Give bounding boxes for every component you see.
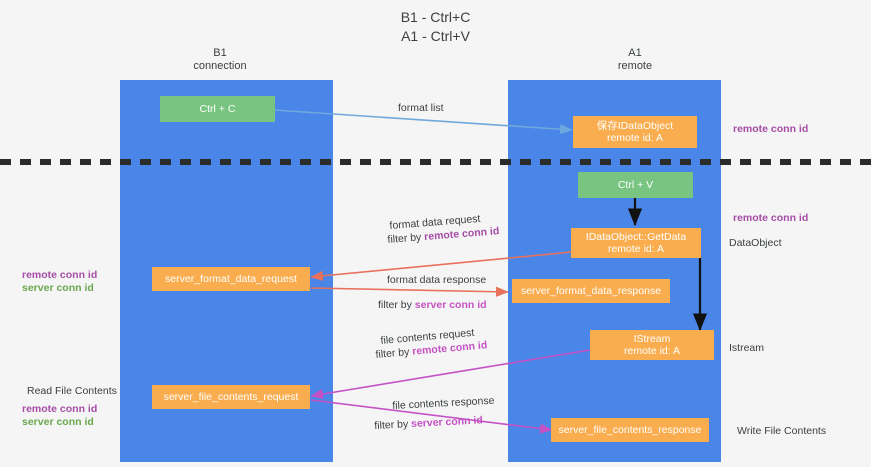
annotation-left-remote-conn-id-bottom: remote conn id [22, 403, 98, 415]
annotation-right-write-file-contents: Write File Contents [737, 425, 827, 437]
edge-label-format-list: format list [398, 102, 444, 114]
filter-key-server-conn-id: server conn id [410, 414, 484, 431]
arrow-format-list [273, 109, 573, 135]
edge-label-format-data-response: format data response [387, 274, 487, 286]
filter-key-server-conn-id: server conn id [414, 299, 487, 311]
node-istream[interactable]: IStream remote id: A [590, 330, 714, 360]
column-header-b1: B1 connection [193, 47, 247, 72]
annotation-left-server-conn-id-mid: server conn id [22, 282, 94, 294]
annotation-right-dataobject: DataObject [729, 237, 782, 249]
node-save-idataobject[interactable]: 保存IDataObject remote id: A [573, 116, 697, 148]
annotation-right-remote-conn-id-top: remote conn id [733, 123, 809, 135]
arrow-file-contents-request [310, 349, 591, 400]
filter-prefix: filter by [378, 299, 415, 311]
node-ctrl-c[interactable]: Ctrl + C [160, 96, 275, 122]
node-server-file-contents-request[interactable]: server_file_contents_request [152, 385, 310, 409]
annotation-left-read-file-contents: Read File Contents [27, 385, 117, 397]
node-ctrl-v[interactable]: Ctrl + V [578, 172, 693, 198]
node-server-format-data-response[interactable]: server_format_data_response [512, 279, 670, 303]
filter-prefix: filter by [387, 231, 425, 246]
annotation-left-remote-conn-id-mid: remote conn id [22, 269, 98, 281]
arrow-format-data-response [310, 286, 509, 297]
column-header-a1: A1 remote [617, 47, 653, 72]
node-idataobject-getdata[interactable]: IDataObject::GetData remote id: A [571, 228, 701, 258]
annotation-right-remote-conn-id-mid: remote conn id [733, 212, 809, 224]
filter-prefix: filter by [374, 418, 412, 432]
edge-label-format-data-response-filter: filter by server conn id [378, 298, 487, 312]
filter-prefix: filter by [375, 345, 413, 361]
node-server-format-data-request[interactable]: server_format_data_request [152, 267, 310, 291]
page-title: B1 - Ctrl+C A1 - Ctrl+V [400, 9, 471, 44]
annotation-left-server-conn-id-bottom: server conn id [22, 416, 94, 428]
arrow-format-data-request [310, 251, 573, 281]
annotation-right-istream: Istream [729, 342, 765, 354]
arrow-file-contents-response [310, 399, 553, 434]
node-server-file-contents-response[interactable]: server_file_contents_response [551, 418, 709, 442]
